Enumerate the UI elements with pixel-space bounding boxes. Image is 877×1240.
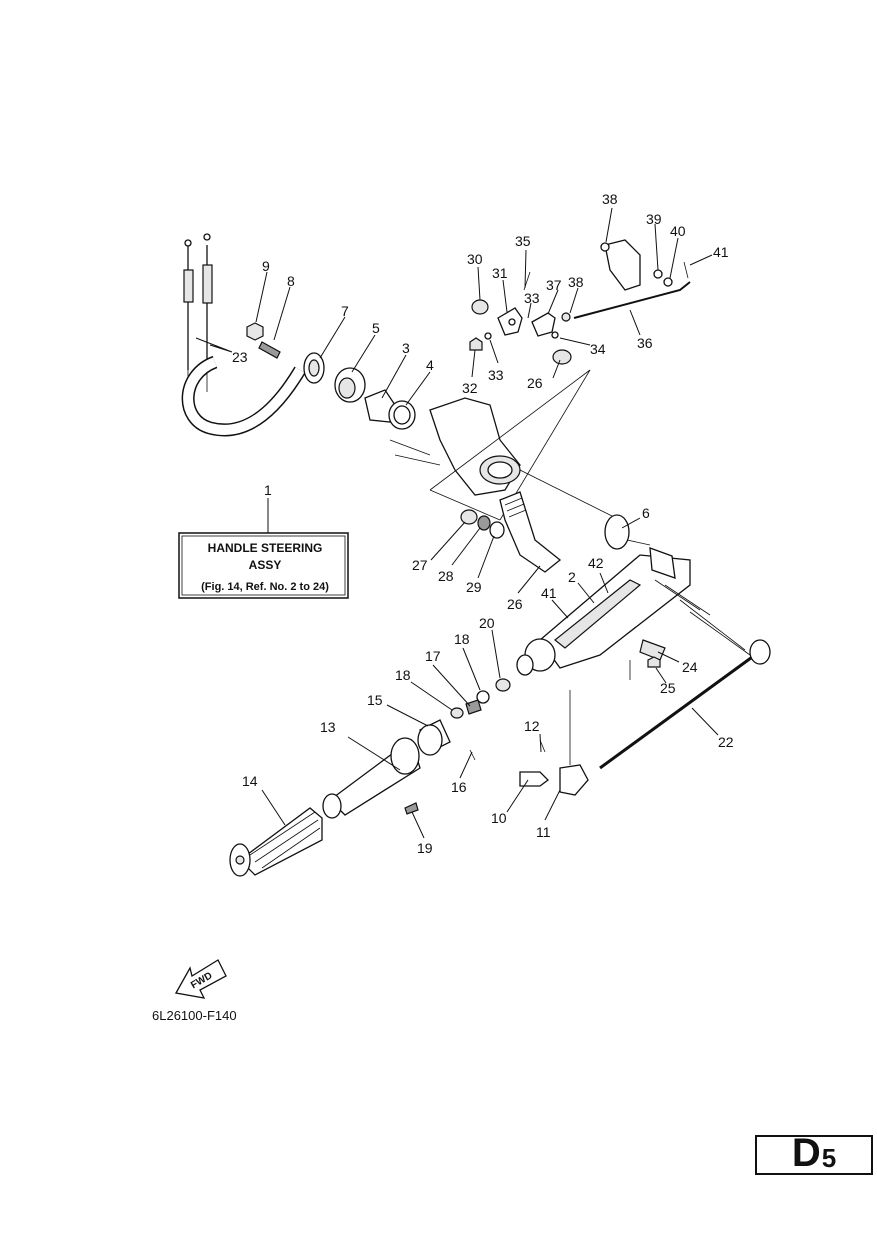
leader-lines (195, 207, 719, 839)
fwd-arrow-icon: FWD (174, 959, 227, 999)
callout-1: 1 (264, 482, 272, 498)
callout-38b: 40 (670, 223, 686, 239)
callout-22: 24 (682, 659, 698, 675)
callout-4: 4 (426, 357, 434, 373)
callout-13: 13 (320, 719, 336, 735)
callout-15: 15 (367, 692, 383, 708)
callout-10: 10 (491, 810, 507, 826)
callout-7: 7 (341, 303, 349, 319)
callout-30: 31 (492, 265, 508, 281)
callout-31: 32 (462, 380, 478, 396)
throttle-cables (181, 233, 306, 437)
callout-37: 38 (568, 274, 584, 290)
callout-12: 12 (524, 718, 540, 734)
callout-42: 42 (588, 555, 604, 571)
callout-26b: 27 (412, 557, 428, 573)
callout-24: 23 (232, 349, 248, 365)
callout-39: 39 (646, 211, 662, 227)
callout-35: 36 (637, 335, 653, 351)
callout-40: 41 (713, 244, 729, 260)
callout-29: 30 (467, 251, 483, 267)
callout-28: 29 (466, 579, 482, 595)
label-line-2: ASSY (249, 558, 282, 572)
callout-33a: 33 (524, 290, 540, 306)
label-line-1: HANDLE STEERING (208, 541, 323, 555)
callout-numbers: 9 8 7 5 3 4 23 1 6 2 42 41 20 18 17 18 1… (232, 191, 734, 856)
callout-6: 6 (642, 505, 650, 521)
callout-32: 33 (488, 367, 504, 383)
lower-parts (495, 639, 771, 796)
callout-18a: 18 (454, 631, 470, 647)
page-badge: D 5 (755, 1131, 873, 1175)
callout-2: 2 (568, 569, 576, 585)
tiller-arm (516, 514, 751, 676)
callout-16: 16 (451, 779, 467, 795)
callout-17: 17 (425, 648, 441, 664)
callout-27: 28 (438, 568, 454, 584)
callout-9: 9 (262, 258, 270, 274)
callout-33b: 34 (590, 341, 606, 357)
callout-26a: 26 (527, 375, 543, 391)
callout-5: 5 (372, 320, 380, 336)
steering-bracket-housing (389, 397, 621, 521)
callout-8: 8 (287, 273, 295, 289)
callout-3: 3 (402, 340, 410, 356)
callout-34: 35 (515, 233, 531, 249)
callout-20: 20 (479, 615, 495, 631)
page-badge-letter: D (791, 1131, 821, 1175)
shift-lever-parts (460, 491, 562, 573)
callout-38a: 38 (602, 191, 618, 207)
callout-21: 22 (718, 734, 734, 750)
callout-19: 19 (417, 840, 433, 856)
handle-steering-label: HANDLE STEERING ASSY (Fig. 14, Ref. No. … (178, 532, 349, 599)
page-badge-number: 5 (821, 1143, 837, 1173)
callout-18b: 18 (395, 667, 411, 683)
callout-11: 11 (536, 824, 551, 840)
friction-parts (246, 322, 416, 430)
callout-36: 37 (546, 277, 562, 293)
callout-25: 26 (507, 596, 523, 612)
callout-14: 14 (242, 773, 258, 789)
drawing-code: 6L26100-F140 (152, 1008, 237, 1023)
label-line-3: (Fig. 14, Ref. No. 2 to 24) (201, 581, 329, 593)
callout-23: 25 (660, 680, 676, 696)
callout-41: 41 (541, 585, 557, 601)
throttle-grip-parts (229, 690, 490, 877)
